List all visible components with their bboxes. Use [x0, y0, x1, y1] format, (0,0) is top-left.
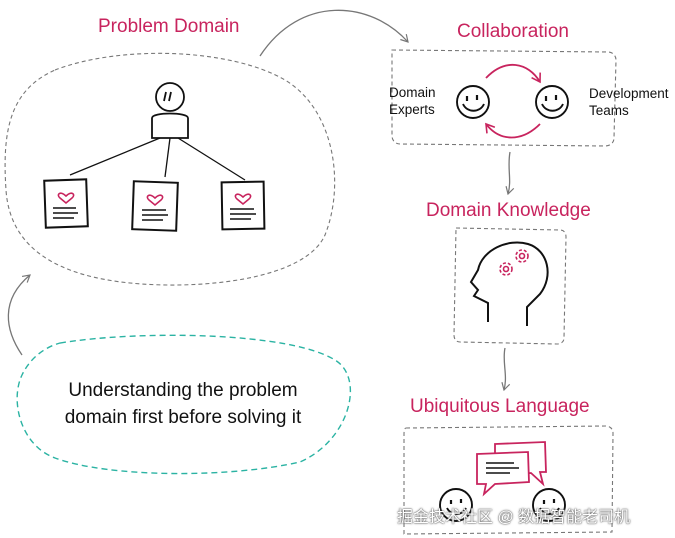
problem-domain-boundary [4, 52, 336, 286]
collab-arrow-top-icon [485, 63, 541, 84]
arrow-note-to-problem-domain [7, 274, 31, 356]
note-line1: Understanding the problem [68, 380, 298, 401]
document-icon-2 [131, 180, 179, 232]
note-text: Understanding the problem domain first b… [38, 377, 328, 431]
document-icon-3 [220, 180, 266, 231]
domain-knowledge-title: Domain Knowledge [426, 200, 591, 221]
arrow-to-domain-knowledge [505, 151, 515, 196]
note-boundary [16, 334, 351, 475]
speaker-right-smiley-icon [532, 488, 566, 522]
development-team-smiley-icon [535, 85, 569, 119]
collaboration-title: Collaboration [457, 21, 569, 42]
problem-domain-title: Problem Domain [98, 16, 240, 37]
domain-experts-label: Domain Experts [389, 84, 436, 118]
development-teams-line1: Development [589, 86, 669, 101]
ubiquitous-language-box [403, 425, 614, 535]
arrow-to-ubiquitous-language [501, 347, 511, 392]
watermark: 掘金技术社区 @ 数据智能老司机 [397, 509, 631, 526]
domain-knowledge-box [453, 227, 567, 345]
ubiquitous-language-title: Ubiquitous Language [410, 396, 590, 417]
development-teams-line2: Teams [589, 103, 629, 118]
note-line2: domain first before solving it [64, 407, 302, 428]
document-icon-1 [43, 178, 89, 229]
speaker-left-smiley-icon [439, 488, 473, 522]
speech-bubbles-icon [476, 441, 547, 497]
person-icon [151, 82, 189, 139]
collab-arrow-bottom-icon [485, 122, 541, 139]
hierarchy-lines-icon [69, 137, 246, 181]
domain-experts-line1: Domain [389, 85, 436, 100]
collaboration-box [391, 49, 617, 147]
head-with-gears-icon [469, 241, 549, 326]
development-teams-label: Development Teams [589, 85, 669, 119]
arrow-to-collaboration [259, 9, 409, 57]
domain-experts-line2: Experts [389, 102, 435, 117]
domain-expert-smiley-icon [456, 85, 490, 119]
